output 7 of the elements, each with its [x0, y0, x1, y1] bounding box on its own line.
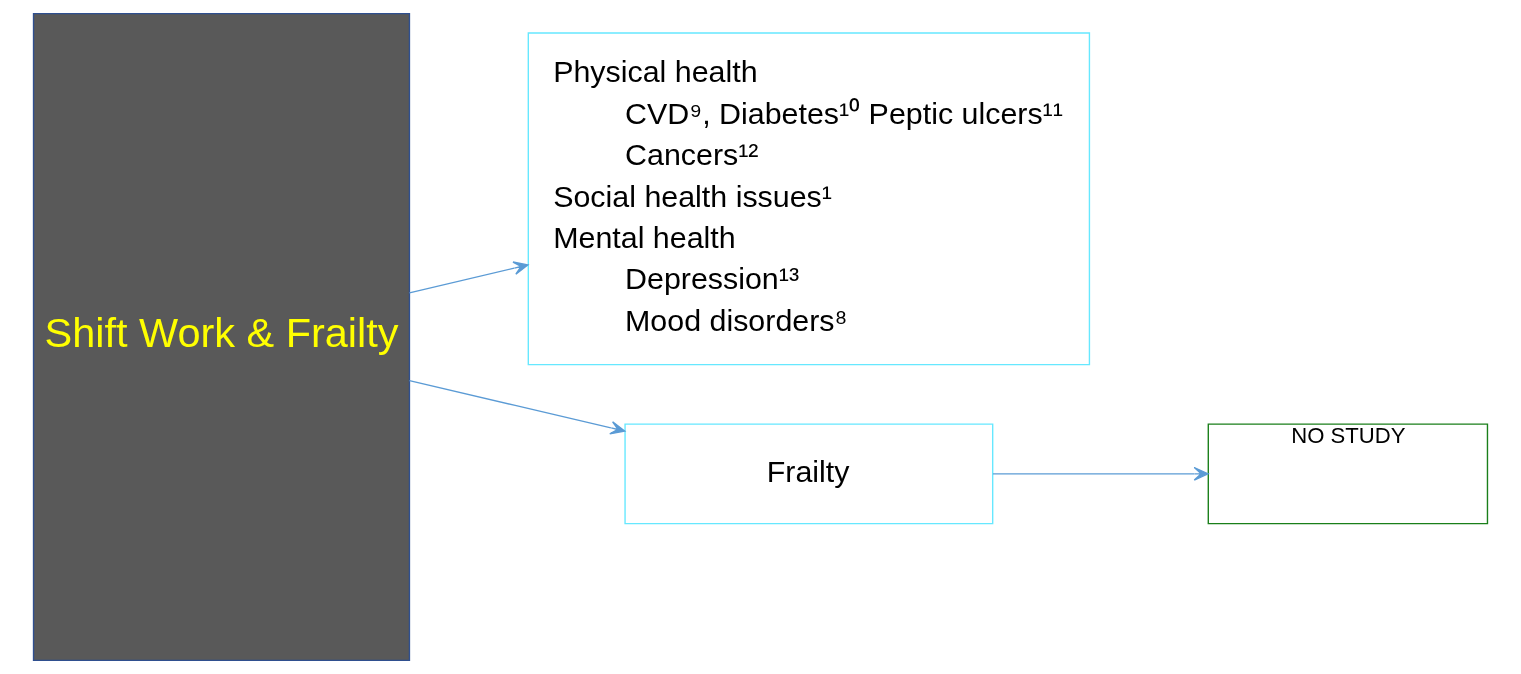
node-box: Shift Work & Frailty: [32, 12, 411, 662]
node-box: NO STUDY: [1207, 423, 1489, 525]
node-box: Frailty: [624, 423, 994, 525]
node-box: Physical health CVD⁹, Diabetes¹⁰ Peptic ulcers¹¹ Cancers¹² Social health issues¹ Mental health Depression¹³ Mood disorders⁸: [527, 32, 1091, 366]
arrow: [992, 466, 1209, 481]
arrow: [408, 261, 529, 294]
arrow: [408, 380, 626, 435]
